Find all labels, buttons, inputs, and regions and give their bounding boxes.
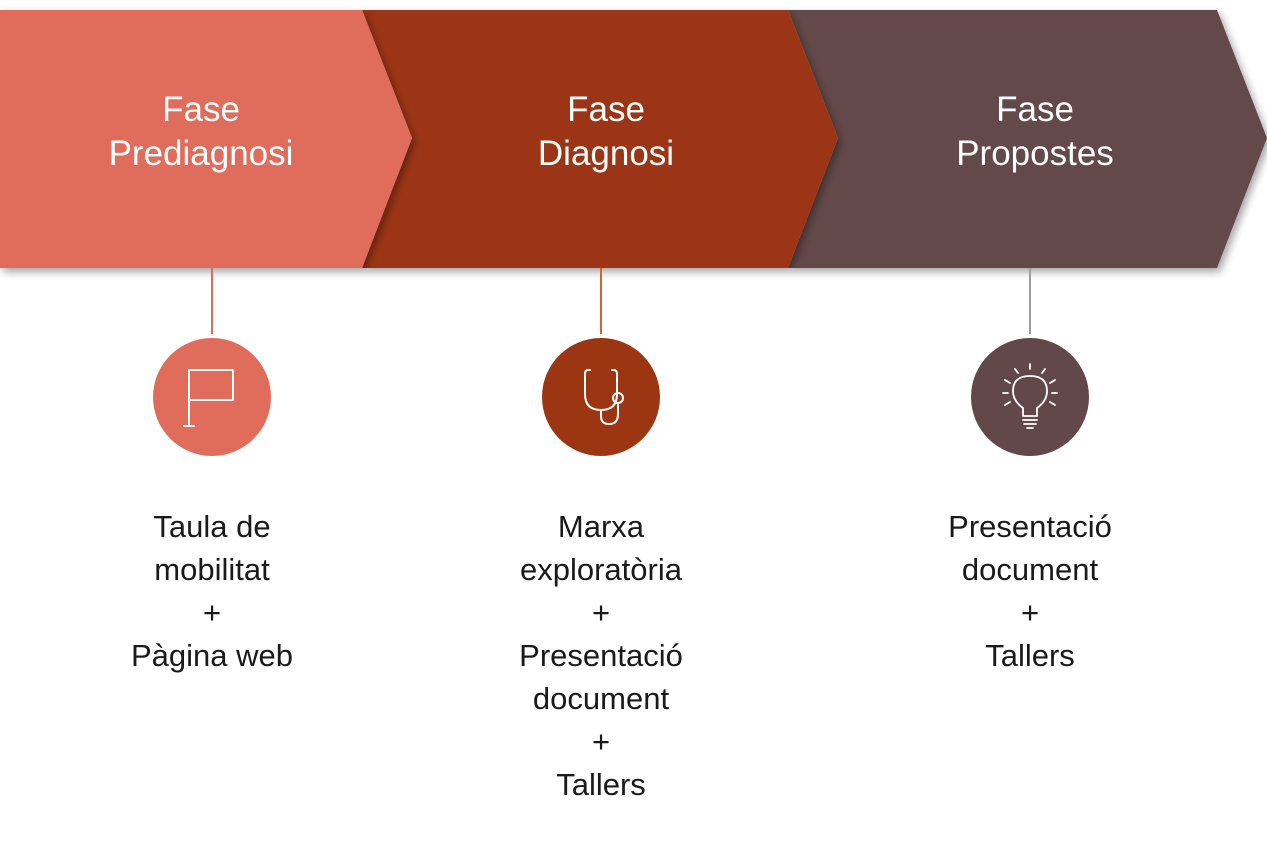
phase-1-chevron (0, 10, 412, 268)
phase-2-title: Fase Diagnosi (456, 88, 756, 176)
activity-line: Marxa (557, 509, 645, 544)
activity-line: Presentació (519, 638, 683, 673)
phase-3-chevron (788, 10, 1267, 268)
activity-line: Tallers (985, 638, 1075, 673)
phase-2-title-line2: Diagnosi (537, 134, 675, 173)
activity-line: Presentació (948, 509, 1112, 544)
phase-2-chevron (362, 10, 838, 268)
phase-2-badge (542, 338, 660, 456)
phase-3-title: Fase Propostes (885, 88, 1185, 176)
phase-3-title-line2: Propostes (956, 134, 1114, 173)
activity-separator: + (1020, 595, 1040, 630)
flag-icon (183, 369, 234, 427)
phase-3-badge (971, 338, 1089, 456)
activity-line: mobilitat (154, 552, 270, 587)
phase-1-activities: Taula de mobilitat + Pàgina web (52, 505, 372, 677)
phase-2-activities: Marxa exploratòria + Presentació documen… (441, 505, 761, 806)
phase-1-title-line1: Fase (162, 90, 240, 129)
stethoscope-icon (584, 369, 624, 425)
phase-banner (0, 10, 1267, 268)
lightbulb-icon (1002, 363, 1058, 429)
phase-2-title-line1: Fase (567, 90, 645, 129)
activity-separator: + (591, 724, 611, 759)
phase-1-title: Fase Prediagnosi (51, 88, 351, 176)
phase-3-title-line1: Fase (996, 90, 1074, 129)
phase-3-connector (1029, 268, 1031, 334)
phase-2-connector (600, 268, 602, 334)
phase-1-title-line2: Prediagnosi (108, 134, 294, 173)
activity-line: Pàgina web (130, 638, 293, 673)
activity-separator: + (591, 595, 611, 630)
activity-separator: + (202, 595, 222, 630)
activity-line: Taula de (153, 509, 271, 544)
phase-1-connector (211, 268, 213, 334)
phase-3-activities: Presentació document + Tallers (870, 505, 1190, 677)
activity-line: exploratòria (520, 552, 682, 587)
activity-line: Tallers (556, 767, 646, 802)
phase-1-badge (153, 338, 271, 456)
activity-line: document (961, 552, 1099, 587)
activity-line: document (532, 681, 670, 716)
